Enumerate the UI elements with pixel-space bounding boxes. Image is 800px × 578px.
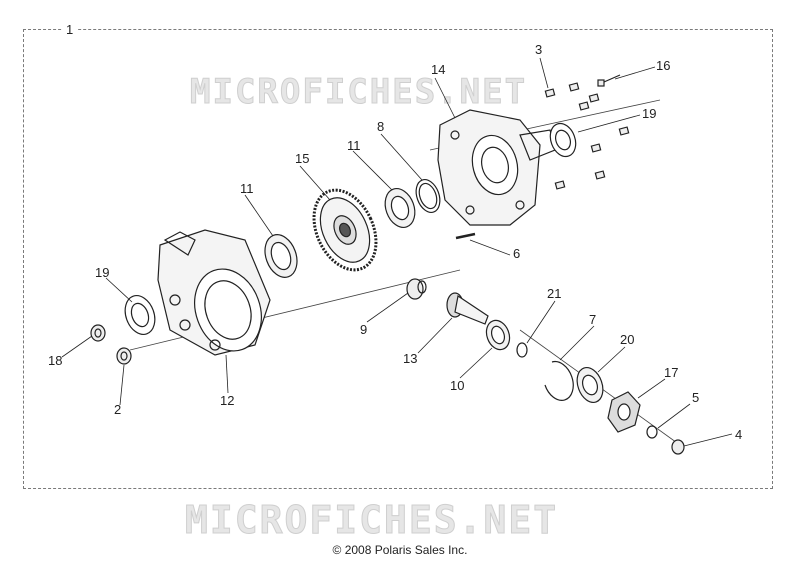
shim-8	[415, 178, 441, 214]
callout-19-right: 19	[642, 106, 657, 121]
assembly-frame	[23, 29, 773, 489]
callout-12: 12	[220, 393, 235, 408]
o-ring-21	[516, 342, 528, 358]
snap-ring-7	[544, 360, 574, 401]
plug-2	[116, 347, 132, 365]
dowel-6	[455, 232, 476, 240]
callout-11-right: 11	[347, 138, 361, 153]
washer-5	[646, 425, 658, 439]
vent-16	[597, 74, 621, 87]
watermark-top: MICROFICHES.NET	[189, 72, 528, 113]
right-housing	[437, 109, 556, 226]
pinion-14	[446, 292, 489, 325]
flange-17	[607, 391, 641, 433]
callout-3: 3	[535, 42, 543, 57]
callout-6: 6	[513, 246, 521, 261]
nut-4	[671, 439, 685, 455]
bolts-3	[544, 82, 630, 190]
bearing-left	[264, 234, 298, 278]
callout-16: 16	[656, 58, 671, 73]
callout-13: 14	[431, 62, 446, 77]
callout-5: 5	[692, 390, 700, 405]
copyright-notice: © 2008 Polaris Sales Inc.	[332, 543, 468, 557]
assembly-number: 1	[62, 23, 78, 36]
spacer-9	[406, 278, 427, 300]
plug-18	[90, 324, 106, 342]
callout-19-left: 19	[95, 265, 110, 280]
seal-20	[576, 366, 604, 404]
callout-9: 9	[360, 322, 368, 337]
leader-lines	[61, 57, 733, 447]
callout-7: 7	[589, 312, 597, 327]
bearing-right	[384, 188, 416, 228]
callout-20: 20	[620, 332, 635, 347]
callout-10: 10	[450, 378, 465, 393]
callout-21: 21	[547, 286, 562, 301]
seal-left	[124, 295, 156, 335]
callout-8: 8	[377, 119, 385, 134]
callout-14: 13	[403, 351, 418, 366]
callout-2: 2	[114, 402, 122, 417]
callout-4: 4	[735, 427, 743, 442]
callout-15: 15	[295, 151, 310, 166]
callout-18: 18	[48, 353, 63, 368]
callout-11-left: 11	[240, 181, 254, 196]
watermark-bottom: MICROFICHES.NET	[184, 498, 559, 543]
seal-right	[549, 122, 577, 158]
ring-gear	[312, 188, 378, 272]
callout-17: 17	[664, 365, 679, 380]
left-housing	[157, 229, 271, 356]
bearing-10	[485, 319, 511, 351]
